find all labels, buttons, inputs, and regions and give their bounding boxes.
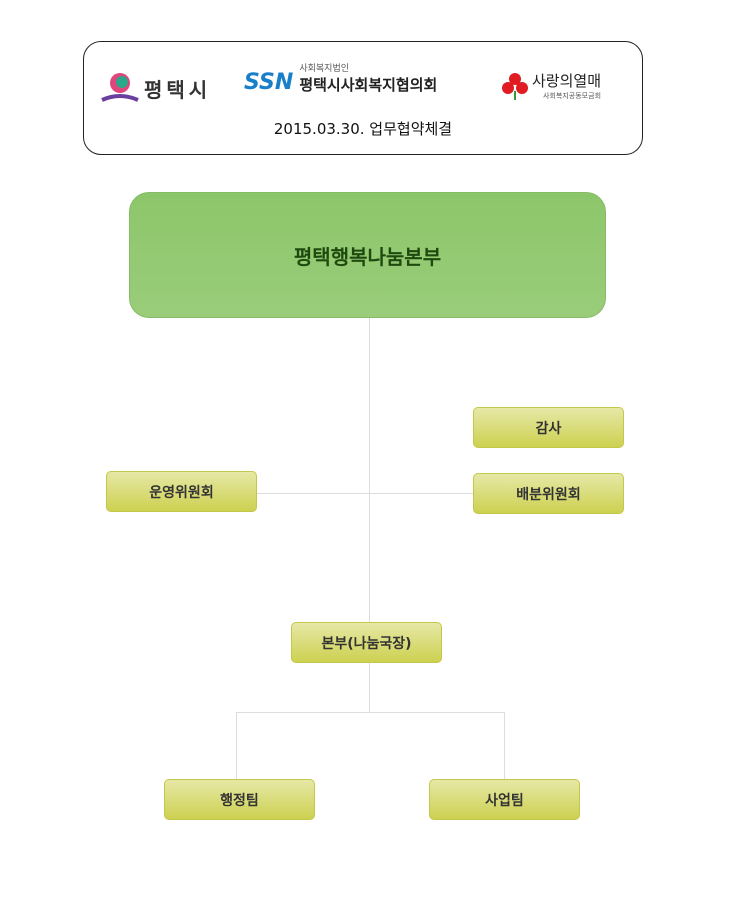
agreement-date: 2015.03.30. 업무협약체결 xyxy=(273,120,453,138)
org-node-distribution-committee: 배분위원회 xyxy=(473,473,624,514)
org-node-audit: 감사 xyxy=(473,407,624,448)
love-fruit-icon xyxy=(502,72,528,100)
org-root-node: 평택행복나눔본부 xyxy=(129,192,606,318)
logo-text: 평택시 xyxy=(144,77,212,102)
connector-line xyxy=(504,712,505,779)
ssn-sub: 사회복지법인 xyxy=(299,63,350,74)
connector-line xyxy=(369,318,370,712)
connector-line xyxy=(257,493,473,494)
ssn-name: 평택시사회복지협의회 xyxy=(299,75,438,94)
org-node-business-team: 사업팀 xyxy=(429,779,580,820)
ssn-logo: SSN 사회복지법인 평택시사회복지협의회 xyxy=(244,64,438,96)
love-sub: 사회복지공동모금회 xyxy=(543,92,602,100)
ssn-abbr: SSN xyxy=(244,70,294,95)
love-fruit-logo: 사랑의열매 사회복지공동모금회 xyxy=(502,70,601,101)
love-name: 사랑의열매 xyxy=(532,72,602,90)
org-node-steering-committee: 운영위원회 xyxy=(106,471,257,512)
connector-line xyxy=(236,712,237,779)
pyeongtaek-city-logo: 평택시 xyxy=(100,70,211,106)
agreement-banner: 평택시 SSN 사회복지법인 평택시사회복지협의회 사랑의열매 사회복지공동모금… xyxy=(83,41,643,155)
connector-line xyxy=(236,712,505,713)
org-node-admin-team: 행정팀 xyxy=(164,779,315,820)
org-node-headquarters: 본부(나눔국장) xyxy=(291,622,442,663)
pyeongtaek-emblem-icon xyxy=(101,73,139,102)
